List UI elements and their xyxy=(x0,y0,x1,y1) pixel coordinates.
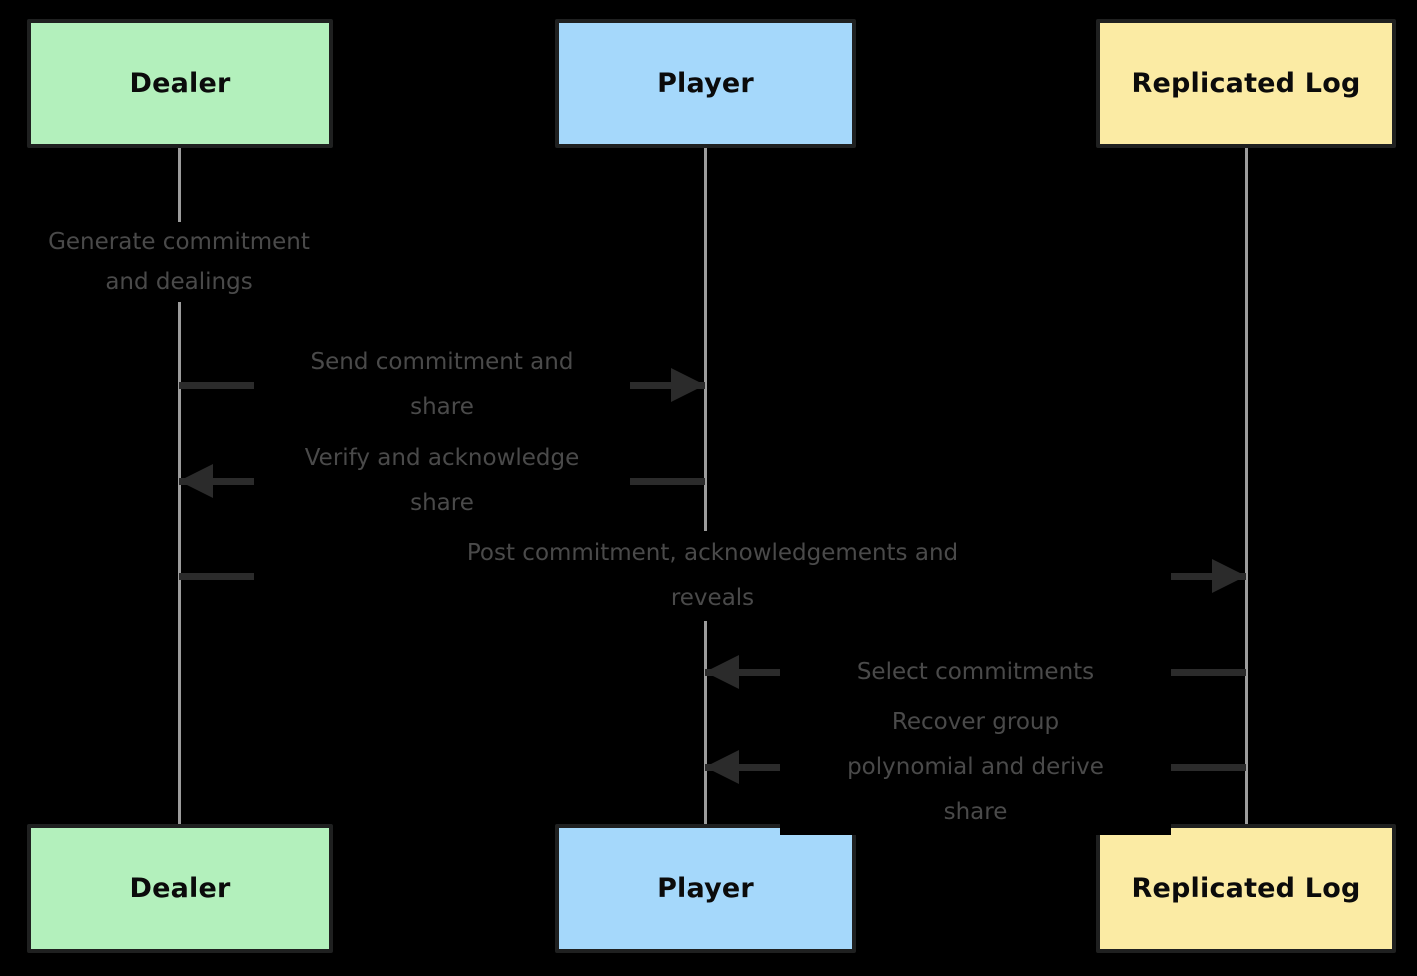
message-label-msg-recover-polynomial: Recover group polynomial and derive shar… xyxy=(780,700,1171,835)
participant-box-dealer-bottom[interactable]: Dealer xyxy=(27,824,333,953)
lifeline-replicated-log xyxy=(1245,148,1248,824)
participant-label-replicated-log: Replicated Log xyxy=(1131,68,1361,99)
arrow-head-msg-select-commitments xyxy=(705,655,739,689)
arrow-head-msg-post-commitment xyxy=(1212,559,1246,593)
note-note-generate: Generate commitment and dealings xyxy=(19,222,339,302)
participant-box-replicated-log-top[interactable]: Replicated Log xyxy=(1096,19,1396,148)
participant-label-replicated-log: Replicated Log xyxy=(1131,873,1361,904)
message-label-msg-verify-ack: Verify and acknowledge share xyxy=(254,436,630,526)
participant-label-dealer: Dealer xyxy=(129,873,231,904)
message-label-msg-post-commitment: Post commitment, acknowledgements and re… xyxy=(254,531,1171,621)
arrow-head-msg-recover-polynomial xyxy=(705,750,739,784)
participant-box-player-top[interactable]: Player xyxy=(555,19,856,148)
participant-label-player: Player xyxy=(657,68,754,99)
participant-box-player-bottom[interactable]: Player xyxy=(555,824,856,953)
participant-label-player: Player xyxy=(657,873,754,904)
message-label-msg-send-commitment: Send commitment and share xyxy=(254,340,630,430)
arrow-head-msg-send-commitment xyxy=(671,368,705,402)
participant-box-replicated-log-bottom[interactable]: Replicated Log xyxy=(1096,824,1396,953)
arrow-head-msg-verify-ack xyxy=(179,464,213,498)
participant-box-dealer-top[interactable]: Dealer xyxy=(27,19,333,148)
lifeline-player xyxy=(704,148,707,824)
message-label-msg-select-commitments: Select commitments xyxy=(780,650,1171,695)
participant-label-dealer: Dealer xyxy=(129,68,231,99)
